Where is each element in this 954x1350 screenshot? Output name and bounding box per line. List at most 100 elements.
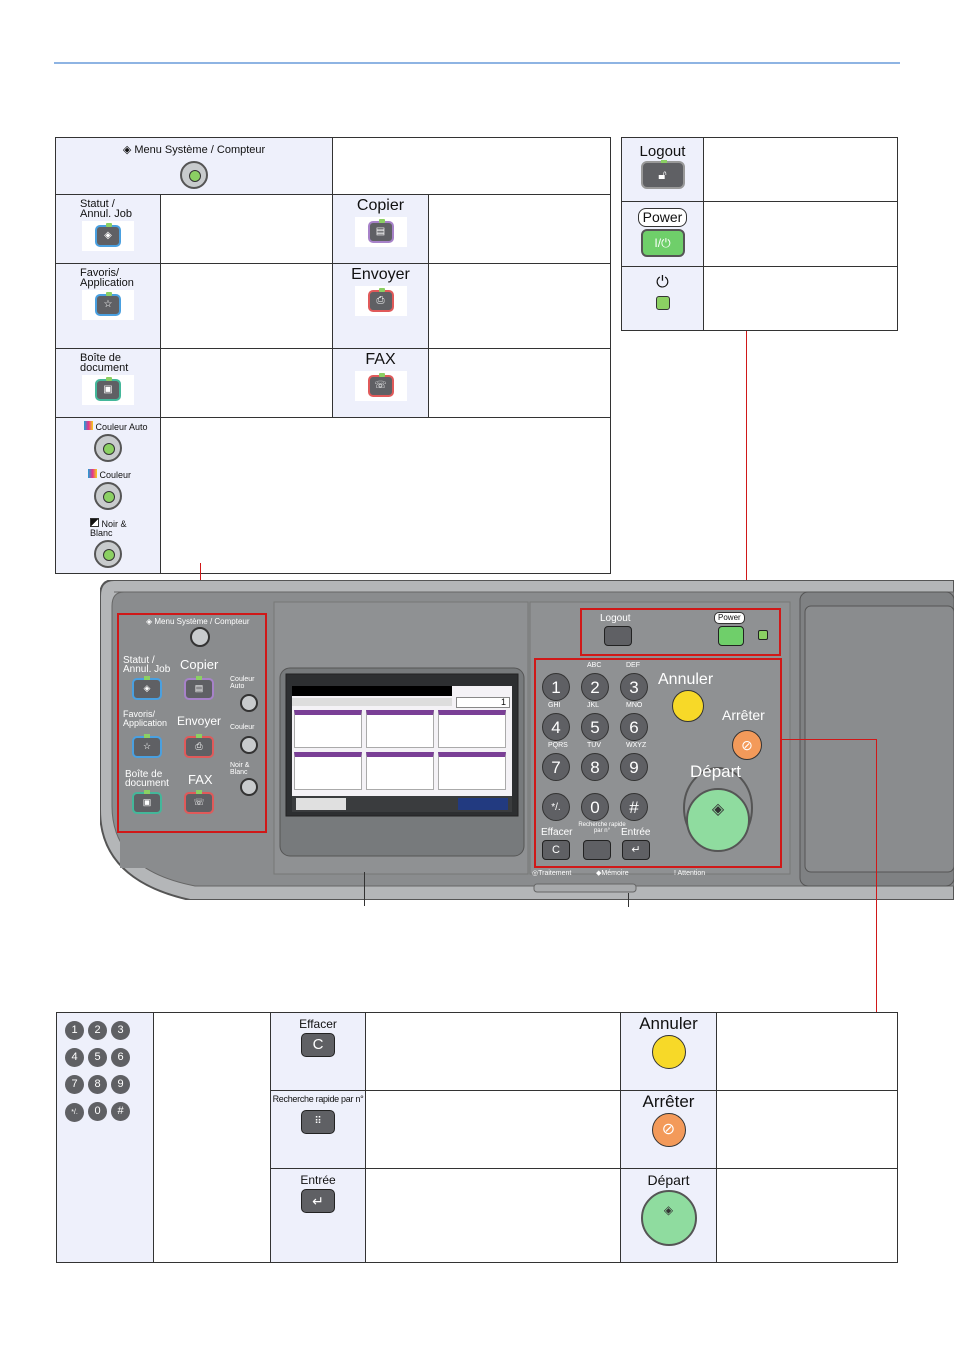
entree-desc [365,1168,621,1263]
panel-entree-key[interactable]: ↵ [622,840,650,860]
panel-key-letters: TUV [587,742,601,749]
panel-key-6[interactable]: 6 [620,713,648,741]
depart-key[interactable]: ◈ [640,1190,697,1246]
panel-power-key[interactable] [718,626,744,646]
bw-key[interactable] [94,540,122,568]
status-job-icon: ◈ [104,230,112,241]
highlight-left-keys [117,613,267,833]
fax-desc [428,348,611,418]
panel-key-7[interactable]: 7 [542,753,570,781]
panel-key-11[interactable]: 0 [581,793,609,821]
power-key[interactable]: I/⏻ [640,229,685,257]
status-key[interactable]: ◈ [82,221,134,251]
panel-key-2[interactable]: 2 [581,673,609,701]
keypad-key: # [111,1102,130,1121]
connector-line-screen [364,872,365,906]
panel-system-menu-key[interactable] [190,627,210,647]
fax-icon: ☏ [374,380,387,391]
connector-line [782,739,877,740]
color-key[interactable] [94,482,122,510]
power-keys-table: Logout 🔓︎ Power I/⏻ ⏻ [621,137,898,331]
logout-key[interactable]: 🔓︎ [640,160,685,189]
screen-tile-box[interactable] [294,752,362,790]
stop-icon: ⊘ [661,1121,676,1138]
panel-key-9[interactable]: 9 [620,753,648,781]
panel-box-key[interactable]: ▣ [132,790,162,814]
screen-counter: 1 [456,697,510,708]
panel-send-key[interactable]: ⎙ [184,734,214,758]
panel-color-key[interactable] [240,736,258,754]
keypad-key: 8 [88,1075,107,1094]
energy-saver-cell: ⏻ [621,266,704,331]
effacer-key[interactable]: C [301,1033,335,1057]
panel-key-letters: JKL [587,702,600,709]
color-auto-key[interactable] [94,434,122,462]
panel-copy-key[interactable]: ▤ [184,676,214,700]
screen-tile-copy[interactable] [294,710,362,748]
keypad-key: 9 [111,1075,130,1094]
color-mode-desc [160,417,611,574]
panel-fax-key[interactable]: ☏ [184,790,214,814]
panel-fav-key[interactable]: ☆ [132,734,162,758]
panel-recherche-key[interactable] [583,840,611,860]
power-saver-icon: ⏻ [656,274,669,291]
start-icon: ◈ [663,1203,674,1217]
panel-bw-key[interactable] [240,778,258,796]
recherche-key[interactable]: ⠿ [301,1110,335,1134]
favorites-key[interactable]: ☆ [82,290,134,320]
panel-key-5[interactable]: 5 [581,713,609,741]
panel-logout-label: Logout [600,613,631,624]
panel-effacer-label: Effacer [541,827,573,838]
panel-logout-key[interactable] [604,626,632,646]
touch-screen[interactable]: 1 [292,686,512,812]
screen-list-button[interactable] [296,798,346,810]
panel-annuler-label: Annuler [658,671,714,688]
panel-status-key[interactable]: ◈ [132,676,162,700]
depart-cell: Départ ◈ [620,1168,717,1263]
send-desc [428,263,611,349]
panel-key-8[interactable]: 8 [581,753,609,781]
document-box-key[interactable]: ▣ [82,375,134,405]
recherche-desc [365,1090,621,1169]
panel-key-10[interactable]: */. [542,793,570,821]
panel-annuler-key[interactable] [672,690,704,722]
panel-entree-label: Entrée [621,827,651,838]
entree-cell: Entrée ↵ [270,1168,366,1263]
send-key[interactable]: ⎙ [354,286,407,316]
system-menu-key[interactable] [180,161,208,189]
panel-key-4[interactable]: 4 [542,713,570,741]
entree-key[interactable]: ↵ [301,1189,335,1213]
screen-header [292,698,452,706]
panel-color-auto-key[interactable] [240,694,258,712]
depart-desc [716,1168,898,1263]
annuler-key[interactable] [651,1035,686,1069]
document-box-desc [160,348,333,418]
screen-tile-color[interactable] [438,710,506,748]
keypad-key: 2 [88,1021,107,1040]
header-rule [54,62,900,64]
panel-key-1[interactable]: 1 [542,673,570,701]
connector-line [746,331,747,609]
annuler-cell: Annuler [620,1012,717,1091]
recherche-cell: Recherche rapide par n° ⠿ [270,1090,366,1169]
copy-key[interactable]: ▤ [354,217,407,247]
panel-effacer-key[interactable]: C [542,840,570,860]
fax-key[interactable]: ☏ [354,371,407,401]
panel-key-3[interactable]: 3 [620,673,648,701]
screen-tile-fax[interactable] [438,752,506,790]
annuler-desc [716,1012,898,1091]
screen-favorites-button[interactable] [458,798,508,810]
panel-traitement-label: ◎Traitement [532,870,572,877]
panel-depart-key[interactable]: ◈ [686,788,750,852]
panel-arreter-key[interactable]: ⊘ [732,730,762,760]
send-key-cell: Envoyer ⎙ [332,263,429,349]
panel-recherche-label: Recherche rapide par n° [578,822,626,834]
panel-attention-label: ! Attention [674,870,706,877]
highlight-power-keys [580,608,781,656]
screen-tile-send[interactable] [366,710,434,748]
grid-icon: ⠿ [314,1116,322,1127]
screen-tile-download[interactable] [366,752,434,790]
panel-key-12[interactable]: # [620,793,648,821]
arreter-key[interactable]: ⊘ [651,1113,686,1147]
